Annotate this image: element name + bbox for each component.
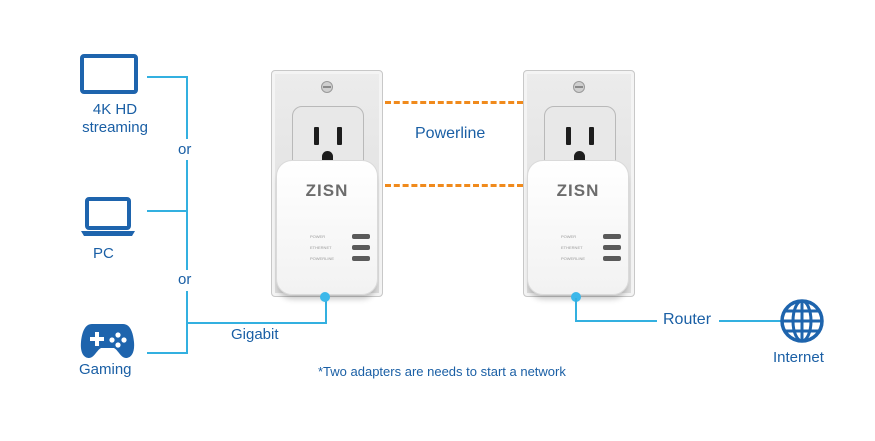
screw-icon	[321, 81, 333, 93]
globe-icon	[780, 299, 824, 343]
tv-label: 4K HD streaming	[82, 101, 148, 136]
adapter-brand-logo: ZISN	[305, 181, 349, 200]
led-indicator	[352, 256, 370, 261]
led-row: POWERLINE	[561, 256, 621, 262]
footnote: *Two adapters are needs to start a netwo…	[318, 364, 566, 379]
led-indicator	[352, 245, 370, 250]
powerline-link-bottom	[385, 184, 523, 187]
gigabit-label: Gigabit	[231, 326, 279, 343]
led-indicator	[603, 245, 621, 250]
powerline-adapter-right: ZISN POWER ETHERNET POWERLINE	[527, 160, 629, 295]
led-row: ETHERNET	[561, 245, 621, 251]
gigabit-wire-vertical	[325, 298, 327, 324]
outlet-slot	[337, 127, 342, 145]
outlet-ground	[322, 151, 333, 163]
led-indicator	[352, 234, 370, 239]
led-row: POWER	[310, 234, 370, 240]
pc-label: PC	[93, 245, 114, 262]
or-label-1: or	[178, 141, 192, 158]
screw-icon	[573, 81, 585, 93]
gigabit-wire-horizontal	[186, 322, 327, 324]
bracket-vertical-wire-mid	[186, 160, 188, 270]
powerline-adapter-left: ZISN POWER ETHERNET POWERLINE	[276, 160, 378, 295]
led-row: POWER	[561, 234, 621, 240]
bracket-vertical-wire-top	[186, 76, 188, 139]
powerline-label: Powerline	[415, 125, 486, 142]
outlet-ground	[574, 151, 585, 163]
led-indicator	[603, 234, 621, 239]
router-wire-vertical	[575, 298, 577, 322]
ethernet-port-left	[320, 292, 330, 302]
led-row: POWERLINE	[310, 256, 370, 262]
tv-wire	[147, 76, 187, 78]
powerline-link-top	[385, 101, 523, 104]
led-row: ETHERNET	[310, 245, 370, 251]
outlet-slot	[566, 127, 571, 145]
pc-wire	[147, 210, 187, 212]
outlet-slot	[589, 127, 594, 145]
outlet-slot	[314, 127, 319, 145]
gaming-wire	[147, 352, 187, 354]
router-wire-right	[719, 320, 781, 322]
ethernet-port-right	[571, 292, 581, 302]
gaming-label: Gaming	[79, 361, 132, 378]
gamepad-icon	[80, 324, 135, 358]
router-label: Router	[663, 311, 712, 328]
laptop-icon	[81, 197, 135, 236]
router-wire-left	[575, 320, 657, 322]
adapter-brand-logo: ZISN	[556, 181, 600, 200]
internet-label: Internet	[773, 349, 824, 366]
or-label-2: or	[178, 271, 192, 288]
led-indicator	[603, 256, 621, 261]
tv-icon	[80, 54, 138, 94]
